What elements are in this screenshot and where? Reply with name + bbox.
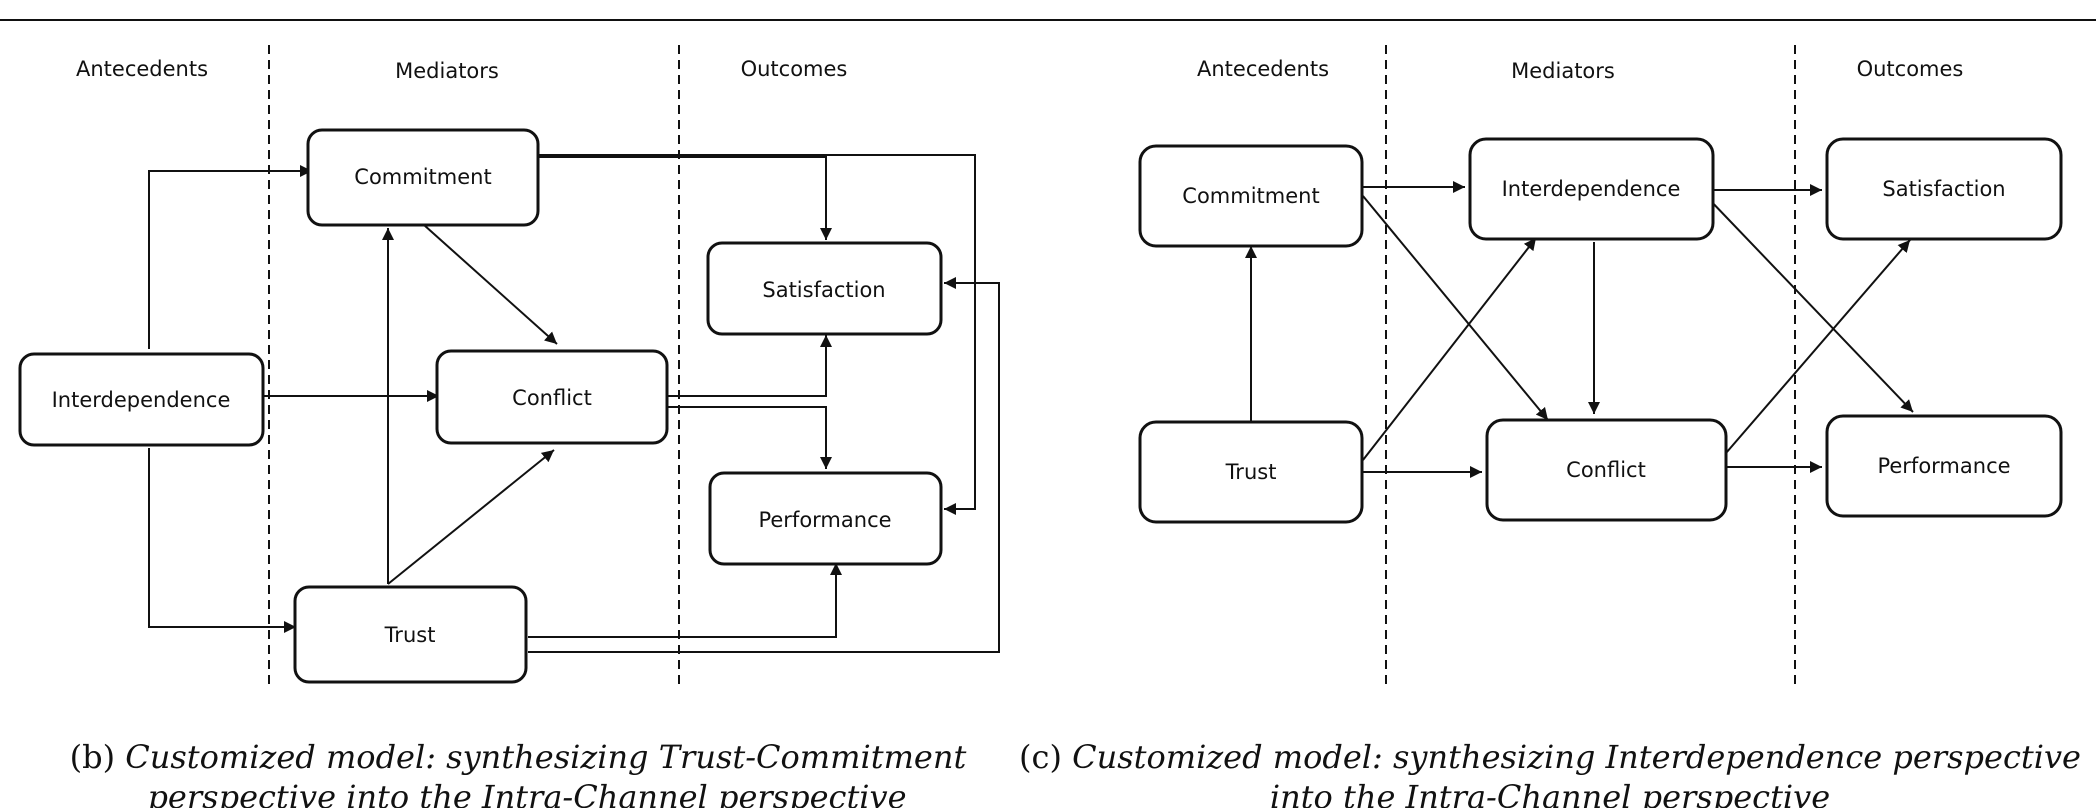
node-label: Interdependence <box>52 388 231 412</box>
caption-text: perspective into the Intra-Channel persp… <box>147 778 906 808</box>
caption-prefix: (b) <box>70 738 115 776</box>
edge-conflict-performance <box>666 406 832 469</box>
header-antecedents: Antecedents <box>1197 57 1329 81</box>
edge-conflict-satisfaction <box>1719 239 1911 461</box>
caption-text: into the Intra-Channel perspective <box>1270 778 1830 808</box>
node-label: Trust <box>384 623 436 647</box>
edge-trust-conflict <box>387 449 555 585</box>
caption-text: Customized model: synthesizing Trust-Com… <box>125 738 966 776</box>
edge-interdependence-trust <box>148 448 296 633</box>
node-performance: Performance <box>1825 414 2063 518</box>
edge-interdependence-commitment <box>148 165 312 349</box>
node-label: Satisfaction <box>762 278 885 302</box>
header-mediators: Mediators <box>1511 59 1615 83</box>
node-trust: Trust <box>293 585 528 684</box>
node-conflict: Conflict <box>435 349 669 445</box>
node-label: Satisfaction <box>1882 177 2005 201</box>
edge-trust-performance <box>528 563 842 638</box>
edge-commitment-satisfaction <box>538 156 832 240</box>
node-label: Commitment <box>1182 184 1319 208</box>
node-trust: Trust <box>1138 420 1364 524</box>
edge-interdependence-performance <box>1706 196 1914 413</box>
node-commitment: Commitment <box>1138 144 1364 248</box>
node-label: Performance <box>758 508 891 532</box>
node-label: Interdependence <box>1502 177 1681 201</box>
node-label: Commitment <box>354 165 491 189</box>
node-label: Conflict <box>1566 458 1646 482</box>
edge-commitment-performance <box>538 154 976 515</box>
node-conflict: Conflict <box>1485 418 1728 522</box>
edge-trust-satisfaction <box>528 277 1000 653</box>
caption-c-line1: (c) Customized model: synthesizing Inter… <box>1019 738 2081 776</box>
node-performance: Performance <box>708 471 943 566</box>
node-label: Trust <box>1225 460 1277 484</box>
edge-conflict-satisfaction <box>666 335 832 397</box>
edge-commitment-conflict <box>423 224 558 345</box>
header-outcomes: Outcomes <box>1857 57 1964 81</box>
node-label: Conflict <box>512 386 592 410</box>
node-satisfaction: Satisfaction <box>706 241 943 336</box>
header-mediators: Mediators <box>395 59 499 83</box>
edge-commitment-conflict <box>1362 195 1549 421</box>
caption-text: Customized model: synthesizing Interdepe… <box>1072 738 2081 776</box>
node-interdependence: Interdependence <box>1468 137 1715 241</box>
caption-b-line2: perspective into the Intra-Channel persp… <box>147 778 906 808</box>
panel-b: Antecedents Mediators Outcomes Commitmen… <box>18 45 1000 808</box>
node-interdependence: Interdependence <box>18 352 265 447</box>
node-satisfaction: Satisfaction <box>1825 137 2063 241</box>
panel-c: Antecedents Mediators Outcomes Commitmen… <box>1019 45 2081 808</box>
node-commitment: Commitment <box>306 128 540 227</box>
caption-c-line2: into the Intra-Channel perspective <box>1270 778 1830 808</box>
node-label: Performance <box>1877 454 2010 478</box>
header-antecedents: Antecedents <box>76 57 208 81</box>
header-outcomes: Outcomes <box>741 57 848 81</box>
edge-trust-interdependence <box>1362 237 1537 461</box>
caption-prefix: (c) <box>1019 738 1062 776</box>
caption-b-line1: (b) Customized model: synthesizing Trust… <box>70 738 967 776</box>
